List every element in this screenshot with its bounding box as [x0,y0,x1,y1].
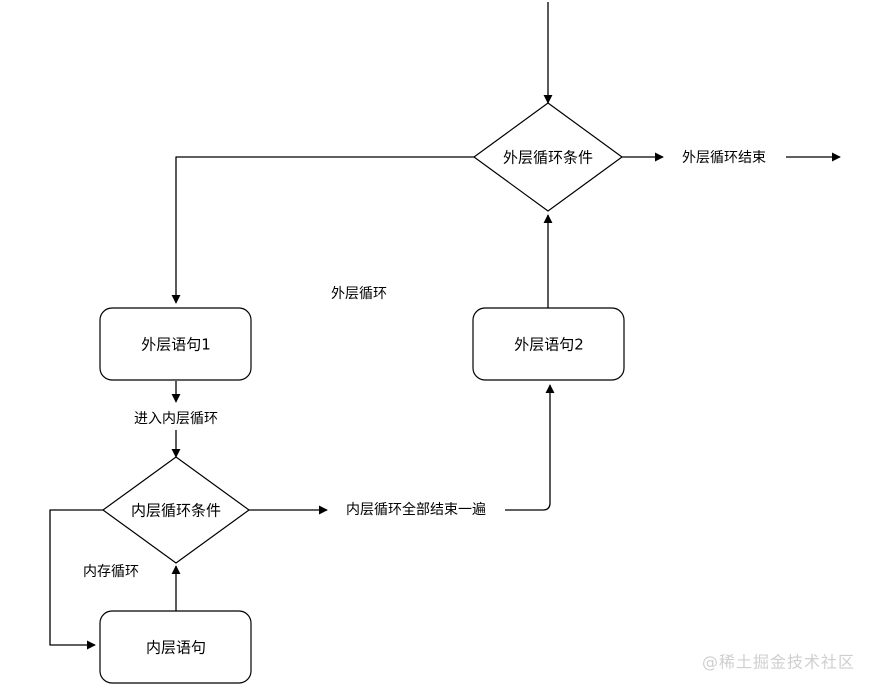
node-outer-statement-1[interactable]: 外层语句1 [99,307,252,381]
node-inner-condition[interactable]: 内层循环条件 [101,456,251,564]
region-label-inner-loop: 内存循环 [83,564,139,580]
outer-condition-label: 外层循环条件 [503,149,593,167]
inner-condition-label: 内层循环条件 [131,502,221,520]
inner-statement-label: 内层语句 [146,639,206,657]
inner-condition-diamond [101,456,251,564]
inner-statement-box [99,610,252,684]
outer-statement-2-box [472,307,625,381]
node-outer-condition[interactable]: 外层循环条件 [472,102,624,212]
edge-label-inner-loop-all-done: 内层循环全部结束一遍 [346,501,486,518]
edge-inner-loop-done-to-outer-statement-2 [505,384,555,511]
edge-label-outer-loop-end: 外层循环结束 [682,150,766,166]
watermark-label: @稀土掘金技术社区 [702,653,855,672]
edge-outer-condition-to-outer-statement-1 [171,156,474,304]
region-label-outer-loop: 外层循环 [331,286,387,302]
edge-inner-condition-to-inner-statement [49,509,103,650]
outer-statement-2-label: 外层语句2 [514,336,584,354]
node-inner-statement[interactable]: 内层语句 [99,610,252,684]
outer-statement-1-label: 外层语句1 [141,336,211,354]
outer-statement-1-box [99,307,252,381]
node-outer-statement-2[interactable]: 外层语句2 [472,307,625,381]
outer-condition-diamond [472,102,624,212]
edge-label-enter-inner-loop: 进入内层循环 [134,411,218,427]
